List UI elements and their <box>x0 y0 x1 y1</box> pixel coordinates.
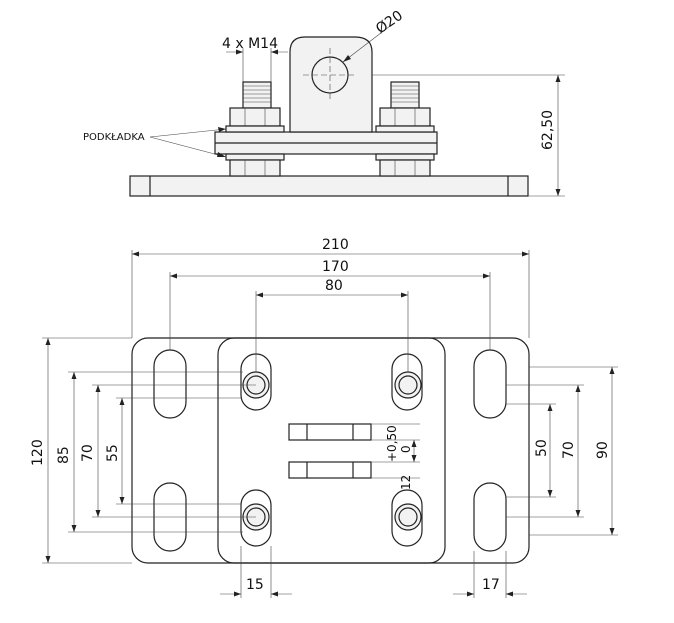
bolt-left <box>225 81 285 177</box>
side-view: 4 x M14 Ø20 PODKŁADKA 62,50 <box>83 8 565 197</box>
width-studs: 80 <box>325 278 343 294</box>
dim-12: 12 <box>399 475 413 490</box>
lug-slot-upper <box>288 423 372 441</box>
slot-bottom-right <box>473 482 507 552</box>
height-dimension: 62,50 <box>540 110 556 150</box>
bolt-spec-label: 4 x M14 <box>222 36 278 52</box>
height-55: 55 <box>105 444 121 462</box>
height-70-left: 70 <box>80 444 96 462</box>
plan-view: 210 170 80 120 85 70 <box>30 237 618 598</box>
height-50: 50 <box>534 439 550 457</box>
tolerance-zero: 0 <box>399 445 413 453</box>
top-plate-plan <box>217 337 446 564</box>
height-90: 90 <box>595 441 611 459</box>
slot-top-left <box>153 349 187 419</box>
base-plate-side <box>129 175 529 197</box>
width-slots: 170 <box>322 259 349 275</box>
lug-side <box>289 36 373 133</box>
lug-slot-lower <box>288 461 372 479</box>
dim-17: 17 <box>482 577 500 593</box>
height-85: 85 <box>56 446 72 464</box>
stud-top-right <box>394 371 422 399</box>
hole-diameter-label: Ø20 <box>373 8 406 38</box>
tolerance-plus: +0,50 <box>385 425 399 462</box>
height-total: 120 <box>30 439 46 466</box>
width-total: 210 <box>322 237 349 253</box>
bolt-right <box>375 81 435 177</box>
slot-top-right <box>473 349 507 419</box>
dim-15: 15 <box>246 577 264 593</box>
washer-label: PODKŁADKA <box>83 132 145 143</box>
stud-bottom-right <box>394 503 422 531</box>
height-70-right: 70 <box>561 441 577 459</box>
